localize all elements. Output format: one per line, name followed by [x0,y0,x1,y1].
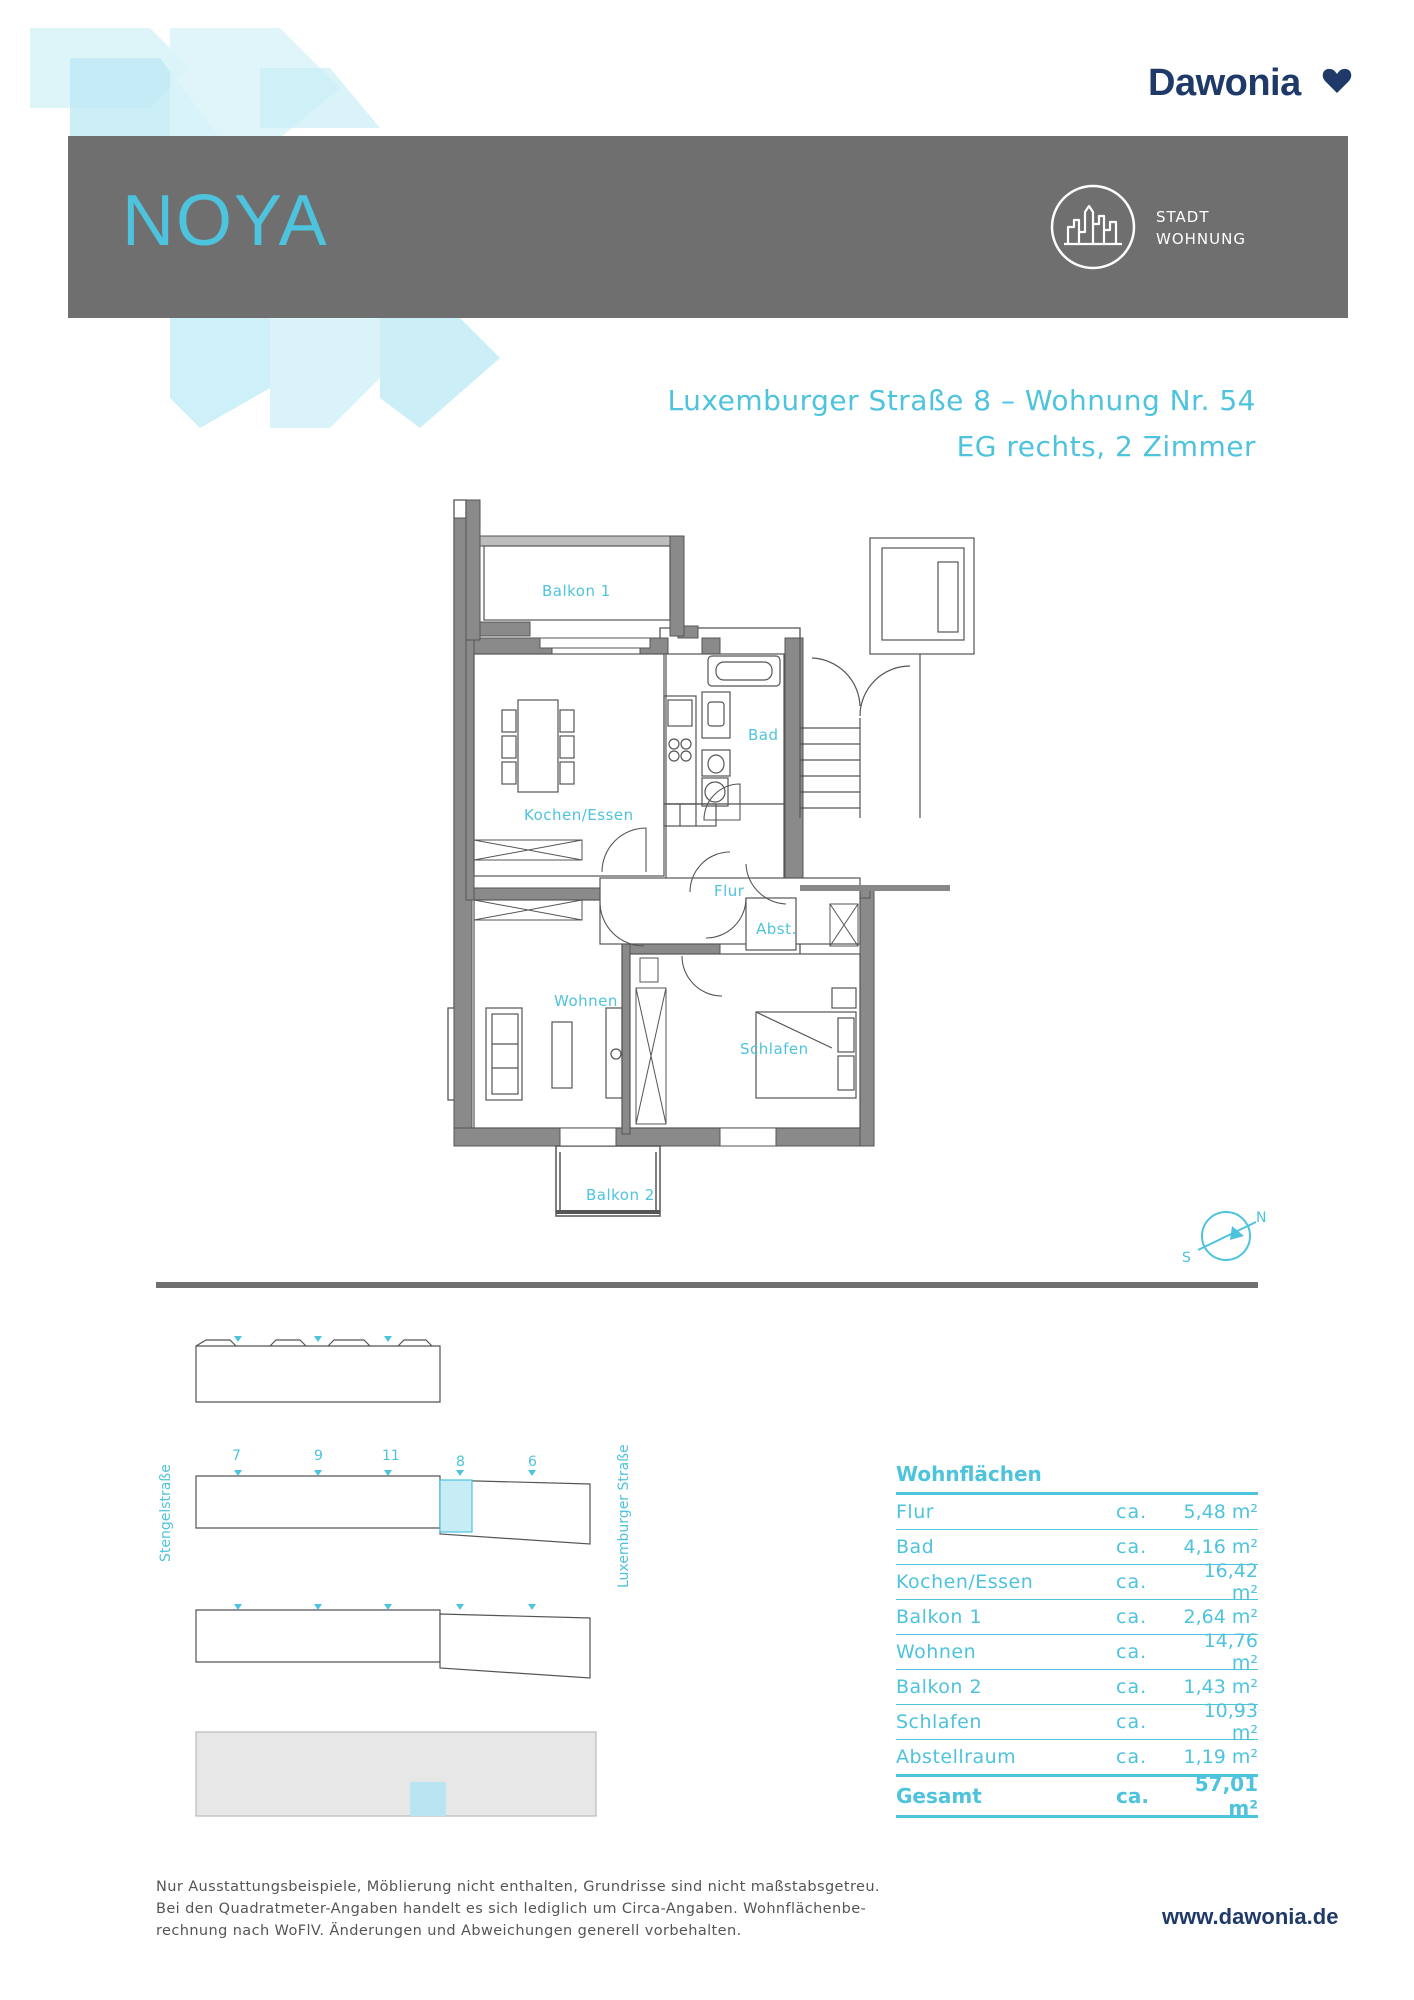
area-value: 1,19 m² [1183,1746,1258,1768]
area-value: 5,48 m² [1183,1501,1258,1523]
sofa [485,1007,623,1101]
area-value: 2,64 m² [1183,1606,1258,1628]
site-plans: 7 9 11 8 6 Stengelstraße Luxemburger Str… [158,1336,632,1817]
balcony-2 [555,1145,661,1217]
area-total-row: Gesamt ca. 57,01 m² [896,1772,1258,1820]
floor-plan: Balkon 1 Bad Kochen/Essen Flur Abst. Woh… [447,499,975,1217]
area-row: Wohnen ca. 14,76 m² [896,1630,1258,1674]
area-row: Flur ca. 5,48 m² [896,1495,1258,1530]
city-skyline-icon [1050,184,1136,270]
area-ca: ca. [1116,1746,1148,1768]
website-link[interactable]: www.dawonia.de [1162,1904,1339,1929]
area-value: 1,43 m² [1183,1676,1258,1698]
house-number: 11 [382,1448,400,1464]
area-ca: ca. [1116,1676,1148,1698]
badge-text: STADT WOHNUNG [1156,206,1246,250]
area-label: Flur [896,1501,935,1523]
bed [755,987,857,1099]
heart-icon [1322,68,1352,93]
compass-south: S [1182,1250,1191,1266]
area-ca: ca. [1116,1606,1148,1628]
house-number: 9 [314,1448,323,1464]
area-table-title: Wohnflächen [896,1462,1258,1495]
label-balkon1: Balkon 1 [542,582,611,600]
room-balkon1 [483,545,671,621]
label-schlafen: Schlafen [740,1040,809,1058]
kitchen-counter [663,695,717,827]
dining-table [501,699,575,793]
area-row: Schlafen ca. 10,93 m² [896,1700,1258,1744]
area-row: Kochen/Essen ca. 16,42 m² [896,1560,1258,1604]
area-label: Balkon 2 [896,1676,983,1698]
compass-north: N [1256,1210,1266,1226]
brand-logo: Dawonia [1148,62,1301,104]
disclaimer: Nur Ausstattungsbeispiele, Möblierung ni… [156,1876,936,1942]
room-bad [665,653,785,805]
area-ca: ca. [1116,1501,1148,1523]
area-value: 4,16 m² [1183,1536,1258,1558]
area-row: Balkon 1 ca. 2,64 m² [896,1600,1258,1635]
area-ca: ca. [1116,1536,1148,1558]
badge-line2: WOHNUNG [1156,230,1246,248]
room-abstellraum [745,897,797,951]
stairwell [799,537,975,891]
badge-line1: STADT [1156,208,1210,226]
area-label: Abstellraum [896,1746,1017,1768]
label-wohnen: Wohnen [554,992,618,1010]
label-flur: Flur [714,882,745,900]
decorative-pattern-bottom [170,318,500,428]
street-label-left: Stengelstraße [158,1464,174,1562]
house-number: 6 [528,1454,537,1470]
area-total-ca: ca. [1116,1784,1149,1808]
unit-description: EG rechts, 2 Zimmer [956,430,1256,463]
area-label: Kochen/Essen [896,1571,1034,1593]
compass-icon: S N [1182,1210,1266,1266]
address-line: Luxemburger Straße 8 – Wohnung Nr. 54 [667,384,1256,417]
room-flur-upper [665,803,785,889]
street-label-right: Luxemburger Straße [616,1444,632,1588]
area-label: Bad [896,1536,935,1558]
house-number: 7 [232,1448,241,1464]
decorative-pattern-top [30,28,380,138]
house-number: 8 [456,1454,465,1470]
area-table: Wohnflächen Flur ca. 5,48 m² Bad ca. 4,16 m²… [896,1462,1258,1820]
label-kochen-essen: Kochen/Essen [524,806,634,824]
area-value: 14,76 m² [1203,1630,1258,1674]
area-label: Wohnen [896,1641,977,1663]
area-row: Abstellraum ca. 1,19 m² [896,1740,1258,1775]
disclaimer-line: rechnung nach WoFlV. Änderungen und Abwe… [156,1923,742,1939]
disclaimer-line: Nur Ausstattungsbeispiele, Möblierung ni… [156,1879,880,1895]
project-title: NOYA [122,181,329,261]
area-label: Balkon 1 [896,1606,983,1628]
label-bad: Bad [748,726,779,744]
label-abst: Abst. [756,920,797,938]
section-divider [156,1282,1258,1288]
area-total-label: Gesamt [896,1784,982,1808]
area-value: 10,93 m² [1203,1700,1258,1744]
wardrobes [473,839,859,1125]
area-row: Bad ca. 4,16 m² [896,1530,1258,1565]
disclaimer-line: Bei den Quadratmeter-Angaben handelt es … [156,1901,867,1917]
area-ca: ca. [1116,1571,1148,1593]
area-ca: ca. [1116,1711,1148,1733]
bath-fixtures [701,655,781,807]
area-total-value: 57,01 m² [1194,1772,1258,1820]
area-ca: ca. [1116,1641,1148,1663]
area-row: Balkon 2 ca. 1,43 m² [896,1670,1258,1705]
room-schlafen [629,953,861,1129]
label-balkon2: Balkon 2 [586,1186,655,1204]
room-kochen-essen [473,653,665,877]
doors [599,783,787,997]
area-value: 16,42 m² [1203,1560,1258,1604]
area-label: Schlafen [896,1711,982,1733]
